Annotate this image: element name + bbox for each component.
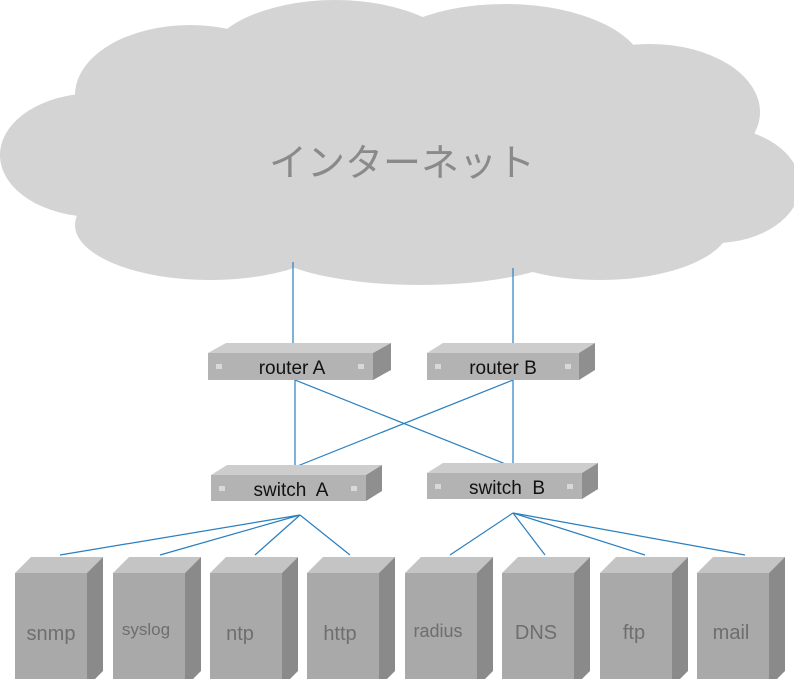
- server-snmp-label: snmp: [27, 623, 76, 645]
- server-http: http: [307, 557, 395, 679]
- switch-a: switch A: [211, 465, 382, 501]
- router-a-label: router A: [259, 358, 326, 379]
- server-ftp-label: ftp: [623, 622, 645, 644]
- server-mail: mail: [697, 557, 785, 679]
- link-switch-b-dns: [512, 512, 546, 556]
- server-syslog: syslog: [113, 557, 201, 679]
- server-mail-label: mail: [713, 622, 750, 644]
- switch-a-label: switch A: [254, 480, 329, 501]
- link-switch-b-ftp: [512, 512, 646, 556]
- link-router-b-switch-a: [294, 379, 514, 468]
- switch-b: switch B: [427, 463, 598, 499]
- router-b: router B: [427, 343, 595, 380]
- server-radius-label: radius: [413, 621, 462, 641]
- switch-b-label: switch B: [469, 478, 545, 499]
- cloud-label: インターネット: [269, 141, 535, 185]
- links: [59, 262, 746, 556]
- link-switch-a-ntp: [254, 514, 301, 556]
- server-dns-label: DNS: [515, 622, 557, 644]
- link-switch-b-mail: [512, 512, 746, 556]
- router-b-label: router B: [469, 358, 537, 379]
- server-radius: radius: [405, 557, 493, 679]
- link-switch-a-snmp: [59, 514, 301, 556]
- server-syslog-label: syslog: [122, 620, 170, 639]
- router-a: router A: [208, 343, 391, 380]
- link-switch-a-http: [299, 514, 351, 556]
- internet-cloud: インターネット: [0, 0, 794, 285]
- server-dns: DNS: [502, 557, 590, 679]
- server-snmp: snmp: [15, 557, 103, 679]
- link-switch-a-syslog: [159, 514, 301, 556]
- link-switch-b-radius: [449, 512, 514, 556]
- server-ftp: ftp: [600, 557, 688, 679]
- server-ntp: ntp: [210, 557, 298, 679]
- server-http-label: http: [323, 623, 356, 645]
- server-ntp-label: ntp: [226, 623, 254, 645]
